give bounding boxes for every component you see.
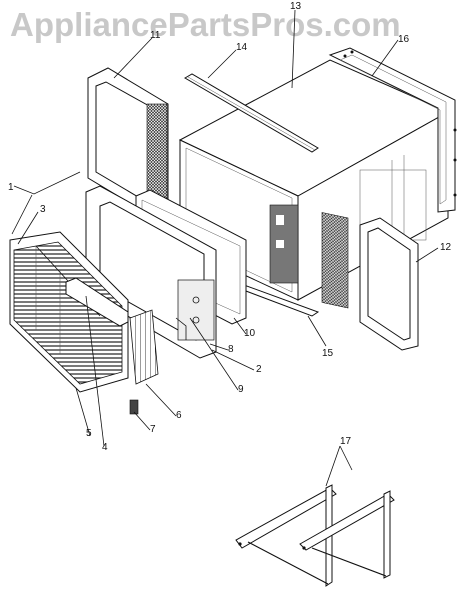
- callout-4: 4: [102, 442, 108, 453]
- top-rail: [183, 73, 319, 153]
- callout-16: 16: [398, 34, 410, 45]
- callout-15: 15: [322, 348, 334, 359]
- callout-8: 8: [228, 344, 234, 355]
- side-curtain-left: [87, 67, 169, 215]
- side-curtain-right-lower: [321, 212, 419, 351]
- callout-labels: 13 14 11 16 12 15 10 8 2 9 6 7 4 5 3 1 1…: [8, 1, 452, 453]
- side-curtain-right: [328, 47, 457, 213]
- mounting-bracket: [235, 484, 395, 587]
- callout-1: 1: [8, 182, 14, 193]
- callout-6: 6: [176, 410, 182, 421]
- watermark-logo: AppliancePartsPros.com: [10, 6, 401, 43]
- control-knob: [129, 399, 139, 415]
- callout-3: 3: [40, 204, 46, 215]
- louver-strip: [65, 277, 129, 327]
- leader-lines: [11, 9, 439, 487]
- callout-12: 12: [440, 242, 452, 253]
- callout-2: 2: [256, 364, 262, 375]
- callout-11: 11: [150, 30, 161, 41]
- callout-10: 10: [244, 328, 256, 339]
- callout-9: 9: [238, 384, 244, 395]
- callout-7: 7: [150, 424, 156, 435]
- callout-13: 13: [290, 1, 302, 12]
- front-grille: [9, 231, 129, 393]
- callout-14: 14: [236, 42, 248, 53]
- front-support-frame: [85, 185, 217, 359]
- vent-door: [129, 309, 159, 385]
- callout-5: 5: [86, 428, 92, 439]
- callout-17: 17: [340, 436, 352, 447]
